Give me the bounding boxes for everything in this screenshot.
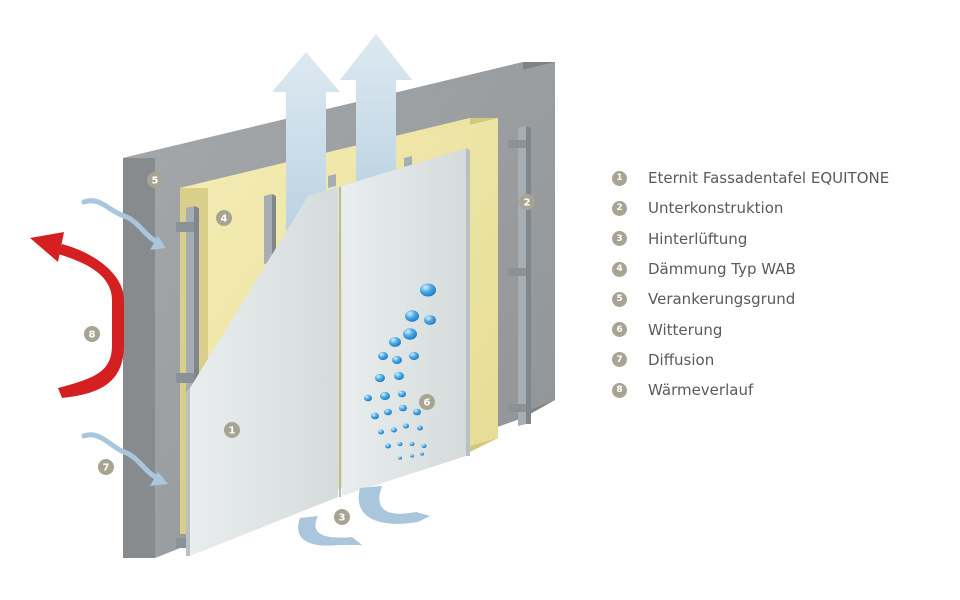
water-drop <box>409 441 415 447</box>
callout-4: 4 <box>216 210 232 226</box>
callout-circle <box>224 422 240 438</box>
callout-badges: 1 2 3 4 5 6 7 8 <box>84 172 535 525</box>
water-drop <box>392 355 402 365</box>
heat-flow-arrow <box>30 232 124 398</box>
legend-label: Eternit Fassadentafel EQUITONE <box>648 169 890 188</box>
legend-label: Verankerungsgrund <box>648 290 796 309</box>
callout-number: 1 <box>229 426 236 437</box>
water-drop <box>417 425 423 431</box>
water-drop <box>409 351 419 361</box>
callout-8: 8 <box>84 326 100 342</box>
callout-number: 6 <box>424 398 431 409</box>
legend-item: 2 Unterkonstruktion <box>612 193 942 223</box>
callout-circle <box>334 509 350 525</box>
water-drop <box>398 456 402 460</box>
legend-item: 1 Eternit Fassadentafel EQUITONE <box>612 163 942 193</box>
callout-1: 1 <box>224 422 240 438</box>
callout-2: 2 <box>519 194 535 210</box>
callout-circle <box>519 194 535 210</box>
legend-number-badge: 4 <box>612 261 627 277</box>
callout-number: 4 <box>221 214 228 225</box>
callout-circle <box>84 326 100 342</box>
water-drop <box>424 315 436 325</box>
callout-circle <box>216 210 232 226</box>
callout-5: 5 <box>147 172 163 188</box>
water-drop <box>398 390 406 398</box>
water-drop <box>389 337 401 347</box>
water-drop <box>394 371 404 381</box>
water-drop <box>380 391 390 401</box>
legend-label: Unterkonstruktion <box>648 199 784 218</box>
legend-number-badge: 5 <box>612 291 627 307</box>
ventilation-bottom-arrows <box>298 486 430 546</box>
callout-7: 7 <box>98 459 114 475</box>
water-drop <box>397 441 403 447</box>
callout-number: 2 <box>524 198 531 209</box>
legend-item: 8 Wärmeverlauf <box>612 375 942 405</box>
callout-3: 3 <box>334 509 350 525</box>
legend: 1 Eternit Fassadentafel EQUITONE 2 Unterkon… <box>612 163 942 405</box>
water-drop <box>371 412 379 420</box>
water-drop <box>410 454 414 458</box>
callout-circle <box>419 394 435 410</box>
legend-number-badge: 3 <box>612 231 627 247</box>
water-drop <box>391 427 397 433</box>
callout-circle <box>147 172 163 188</box>
legend-item: 7 Diffusion <box>612 345 942 375</box>
water-drop <box>399 404 407 412</box>
water-drop <box>375 373 385 383</box>
legend-label: Dämmung Typ WAB <box>648 260 796 279</box>
water-drop <box>385 443 391 449</box>
legend-number-badge: 7 <box>612 352 627 368</box>
water-drop <box>420 452 424 456</box>
water-drop <box>364 394 372 402</box>
water-drop <box>405 310 419 322</box>
legend-label: Wärmeverlauf <box>648 381 754 400</box>
water-drop <box>421 443 427 449</box>
water-drop <box>384 408 392 416</box>
legend-label: Hinterlüftung <box>648 229 748 248</box>
water-drop <box>413 408 421 416</box>
callout-6: 6 <box>419 394 435 410</box>
water-drop <box>420 283 436 297</box>
water-drop <box>378 351 388 361</box>
water-drop <box>403 328 417 340</box>
legend-number-badge: 2 <box>612 200 627 216</box>
callout-circle <box>98 459 114 475</box>
legend-item: 4 Dämmung Typ WAB <box>612 254 942 284</box>
callout-number: 7 <box>103 463 110 474</box>
legend-item: 5 Verankerungsgrund <box>612 284 942 314</box>
facade-panels <box>186 148 470 556</box>
legend-label: Diffusion <box>648 350 715 369</box>
callout-number: 8 <box>89 330 96 341</box>
legend-item: 3 Hinterlüftung <box>612 224 942 254</box>
diffusion-arrows <box>81 198 168 486</box>
legend-label: Witterung <box>648 320 723 339</box>
legend-number-badge: 6 <box>612 322 627 338</box>
water-drop <box>403 423 409 429</box>
rain-drops <box>364 283 436 460</box>
callout-number: 5 <box>152 176 159 187</box>
callout-number: 3 <box>339 513 346 524</box>
legend-number-badge: 1 <box>612 170 627 186</box>
water-drop <box>378 429 384 435</box>
legend-number-badge: 8 <box>612 382 627 398</box>
legend-item: 6 Witterung <box>612 314 942 344</box>
